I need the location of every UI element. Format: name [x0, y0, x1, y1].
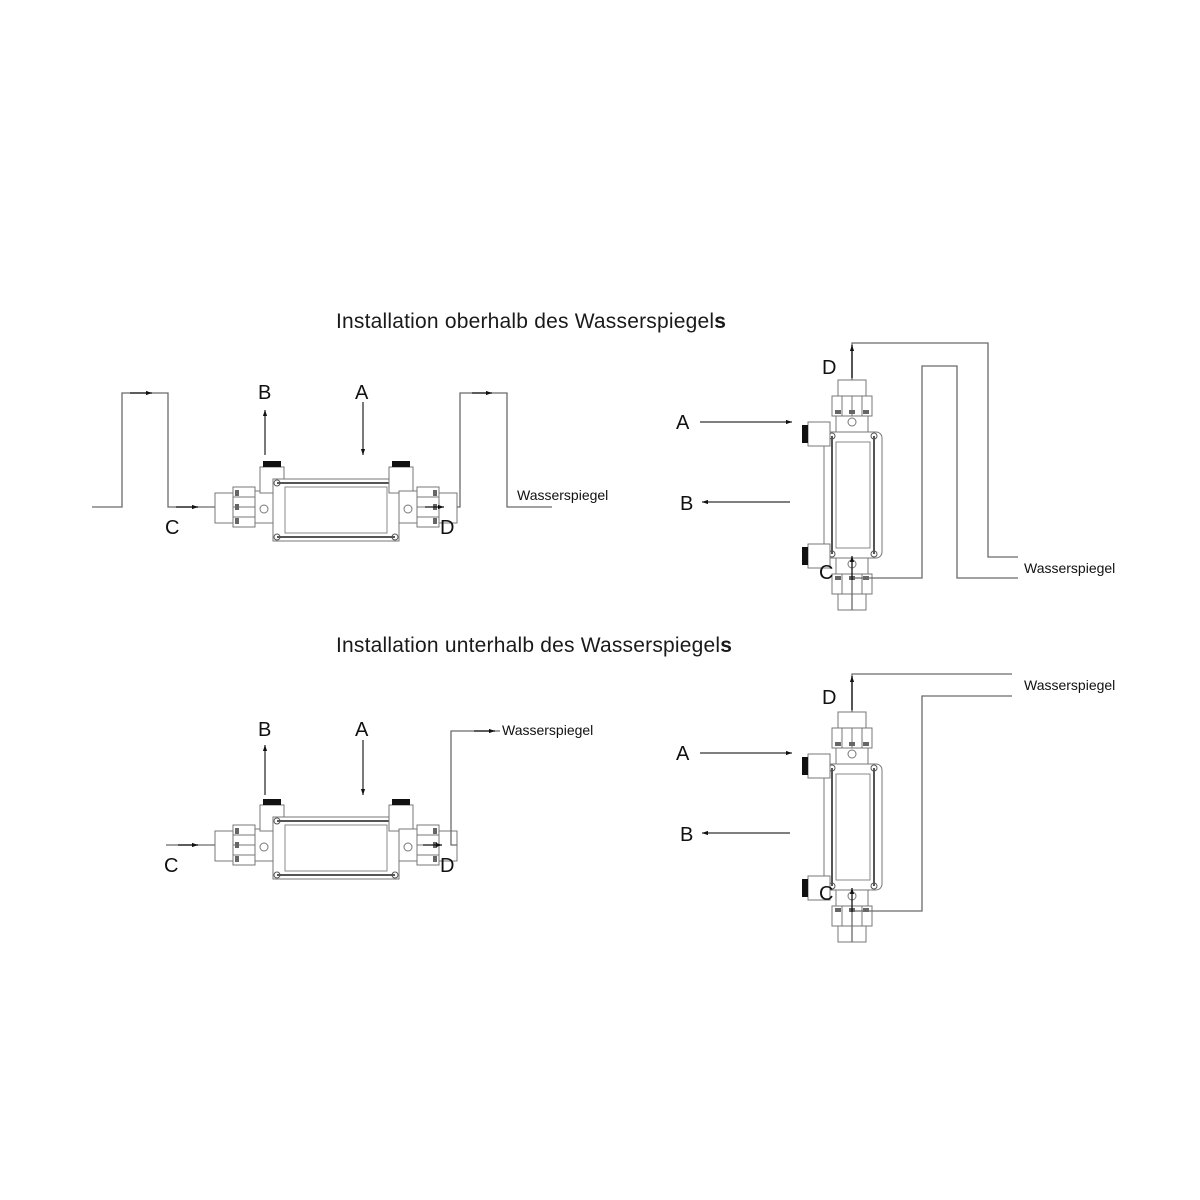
- title-tail: s: [720, 634, 733, 657]
- heat-exchanger-icon: [801, 379, 883, 611]
- diagram-below-vertical: D A B C Wasserspiegel: [676, 673, 1115, 943]
- port-label-c: C: [164, 855, 178, 877]
- port-label-d: D: [822, 357, 836, 379]
- port-label-d: D: [822, 687, 836, 709]
- port-label-d: D: [440, 855, 454, 877]
- port-label-a: A: [676, 412, 690, 434]
- port-label-d: D: [440, 517, 454, 539]
- title-tail: s: [714, 310, 727, 333]
- section-title-below-water: Installation unterhalb des Wasserspiegel…: [336, 634, 732, 658]
- port-label-b: B: [680, 493, 693, 515]
- port-label-a: A: [355, 382, 369, 404]
- water-level-label: Wasserspiegel: [517, 487, 608, 503]
- diagram-above-horizontal: B A C D Wasserspiegel: [92, 382, 608, 542]
- diagram-above-vertical: D A B C Wasserspiegel: [676, 342, 1115, 611]
- port-label-b: B: [680, 824, 693, 846]
- heat-exchanger-icon: [214, 460, 458, 542]
- port-label-b: B: [258, 382, 271, 404]
- port-label-c: C: [165, 517, 179, 539]
- port-label-c: C: [819, 883, 833, 905]
- section-title-above-water: Installation oberhalb des Wasserspiegels: [336, 310, 726, 334]
- port-label-b: B: [258, 719, 271, 741]
- title-text: Installation oberhalb des Wasserspiegel: [336, 310, 715, 333]
- water-level-label: Wasserspiegel: [502, 722, 593, 738]
- port-label-a: A: [355, 719, 369, 741]
- heat-exchanger-icon: [214, 798, 458, 880]
- port-label-c: C: [819, 562, 833, 584]
- heat-exchanger-icon: [801, 711, 883, 943]
- title-text: Installation unterhalb des Wasserspiegel: [336, 634, 721, 657]
- port-label-a: A: [676, 743, 690, 765]
- water-level-label: Wasserspiegel: [1024, 560, 1115, 576]
- water-level-label: Wasserspiegel: [1024, 677, 1115, 693]
- diagram-below-horizontal: B A C D Wasserspiegel: [164, 719, 593, 880]
